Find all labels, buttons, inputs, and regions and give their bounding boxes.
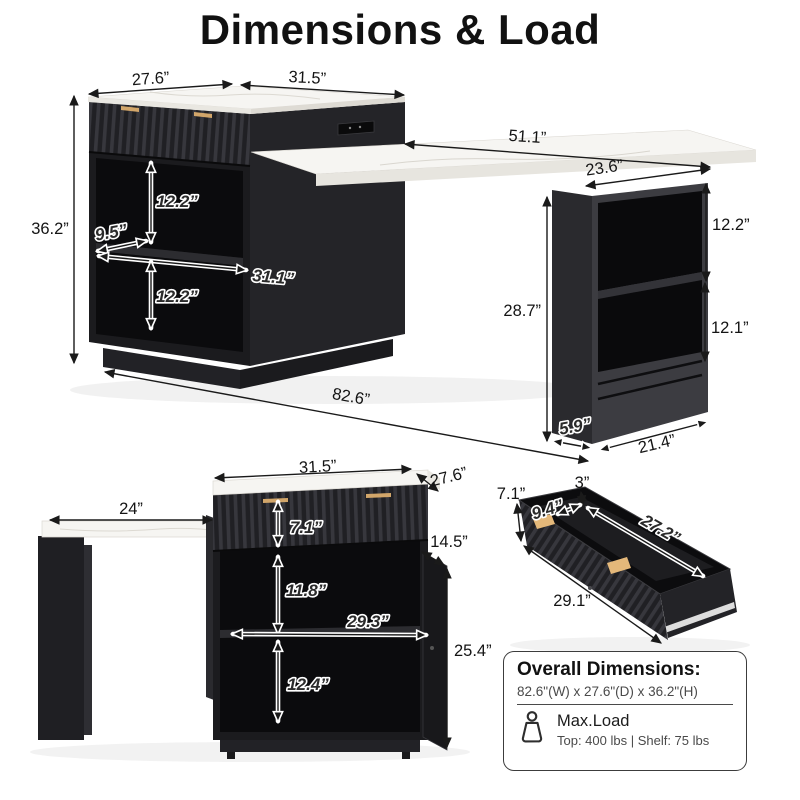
drawer-handle	[121, 106, 139, 112]
dim-label-shelf-upper-height: 12.2”	[156, 192, 198, 211]
bottom-diagram-open-cabinet: 24” 31.5” 27.6” 7.1” 11.8” 29.3” 12.4” 1…	[30, 457, 492, 762]
dim-label-support-mid-height: 12.1”	[711, 319, 749, 337]
drawer-handle	[533, 514, 555, 529]
page-title: Dimensions & Load	[199, 6, 601, 53]
open-cabinet	[206, 469, 448, 759]
dim-label-cabinet-depth: 27.6”	[131, 69, 170, 90]
dim-label-table-length: 51.1”	[508, 127, 547, 148]
drawer-handle	[366, 493, 391, 498]
max-load-text: Max.Load Top: 400 lbs | Shelf: 75 lbs	[557, 712, 709, 748]
island-cabinet	[87, 85, 406, 389]
dim-label-cabinet-height: 36.2”	[31, 220, 69, 238]
kettlebell-icon	[517, 710, 547, 749]
dim-label-cabinet-depth: 27.6”	[428, 464, 469, 491]
bottom-diagram-dimensions	[48, 464, 452, 749]
divider	[517, 704, 733, 705]
dim-label-inner-width: 29.3”	[346, 612, 389, 631]
dim-label-inner-upper-height: 11.8”	[286, 581, 327, 600]
drawer-handle	[194, 112, 212, 118]
max-load-label: Max.Load	[557, 711, 630, 730]
dim-label-support-upper-height: 12.2”	[712, 216, 750, 234]
info-overall-dimensions: 82.6"(W) x 27.6"(D) x 36.2"(H)	[517, 684, 698, 699]
open-shelf-lower	[96, 251, 243, 352]
table-leg-panel	[38, 536, 84, 740]
left-door-edge	[206, 515, 214, 700]
dim-label-door-height: 25.4”	[454, 642, 492, 660]
dim-label-drawer-front-height: 7.1”	[497, 485, 525, 503]
drawer-slide-rail	[664, 602, 735, 633]
dim-label-table-depth: 23.6”	[584, 157, 624, 180]
info-heading: Overall Dimensions:	[517, 659, 701, 680]
support-shelf-unit	[552, 183, 708, 444]
top-diagram-dimensions	[69, 79, 712, 464]
dim-label-support-height: 28.7”	[503, 302, 541, 320]
dim-label-drawer-rim-height: 3”	[575, 474, 590, 492]
dim-label-cabinet-width: 31.5”	[298, 457, 336, 477]
dim-label-support-width: 21.4”	[637, 431, 678, 457]
drawer-right-side	[660, 569, 737, 638]
max-load-values: Top: 400 lbs | Shelf: 75 lbs	[557, 732, 710, 748]
dim-label-door-width: 14.5”	[430, 533, 468, 551]
top-diagram-island: 27.6” 31.5” 36.2” 82.6” 51.1” 23.6” 12.2…	[31, 68, 757, 464]
dim-label-shelf-width: 31.1”	[252, 266, 296, 289]
fluted-drawer-front	[89, 102, 250, 166]
dim-label-shelf-lower-height: 12.2”	[156, 287, 198, 306]
overall-dimensions-box: Overall Dimensions: 82.6"(W) x 27.6"(D) …	[503, 651, 747, 771]
extension-table-front	[38, 520, 226, 740]
dim-label-table-length: 24”	[119, 500, 143, 518]
power-outlet	[337, 120, 375, 136]
drawer-dimensions	[513, 490, 703, 644]
open-shelf-upper	[96, 158, 243, 258]
drawer-diagram: 7.1” 3” 9.4” 27.2” 29.1”	[497, 474, 750, 653]
dim-label-inner-lower-height: 12.4”	[287, 675, 329, 694]
dim-label-drawer-front-length: 29.1”	[553, 592, 591, 610]
right-door-open	[422, 552, 448, 751]
dim-label-drawer-height: 7.1”	[290, 518, 323, 537]
max-load-row: Max.Load Top: 400 lbs | Shelf: 75 lbs	[517, 710, 733, 749]
dim-label-cabinet-width: 31.5”	[288, 68, 326, 88]
